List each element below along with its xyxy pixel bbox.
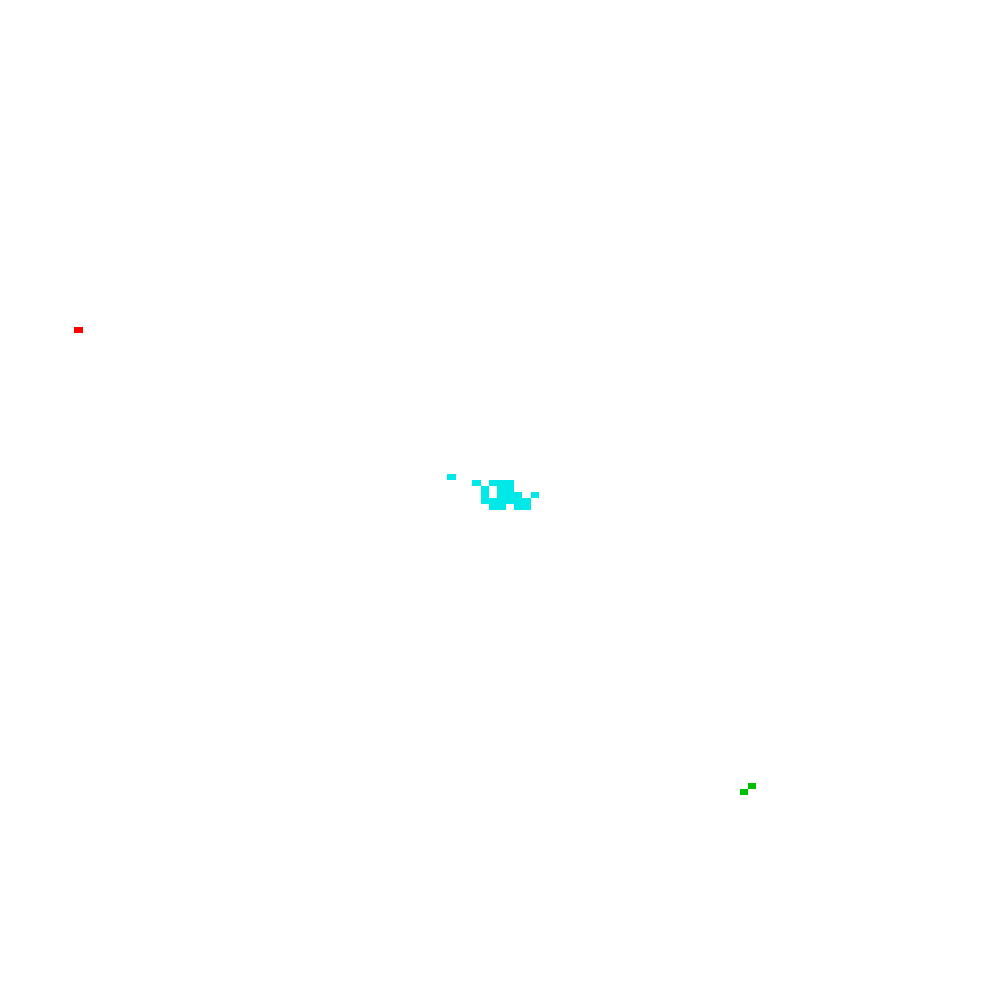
green-pixel <box>748 783 756 789</box>
red-pixel <box>74 327 83 333</box>
cyan-pixel <box>514 492 522 498</box>
green-pixel <box>740 789 748 795</box>
cyan-pixel <box>472 480 481 486</box>
cyan-pixel <box>489 480 514 486</box>
cyan-pixel <box>447 474 456 480</box>
cyan-pixel <box>481 486 489 504</box>
cyan-pixel <box>514 498 531 510</box>
cyan-pixel <box>489 498 506 510</box>
cyan-pixel <box>531 492 539 498</box>
